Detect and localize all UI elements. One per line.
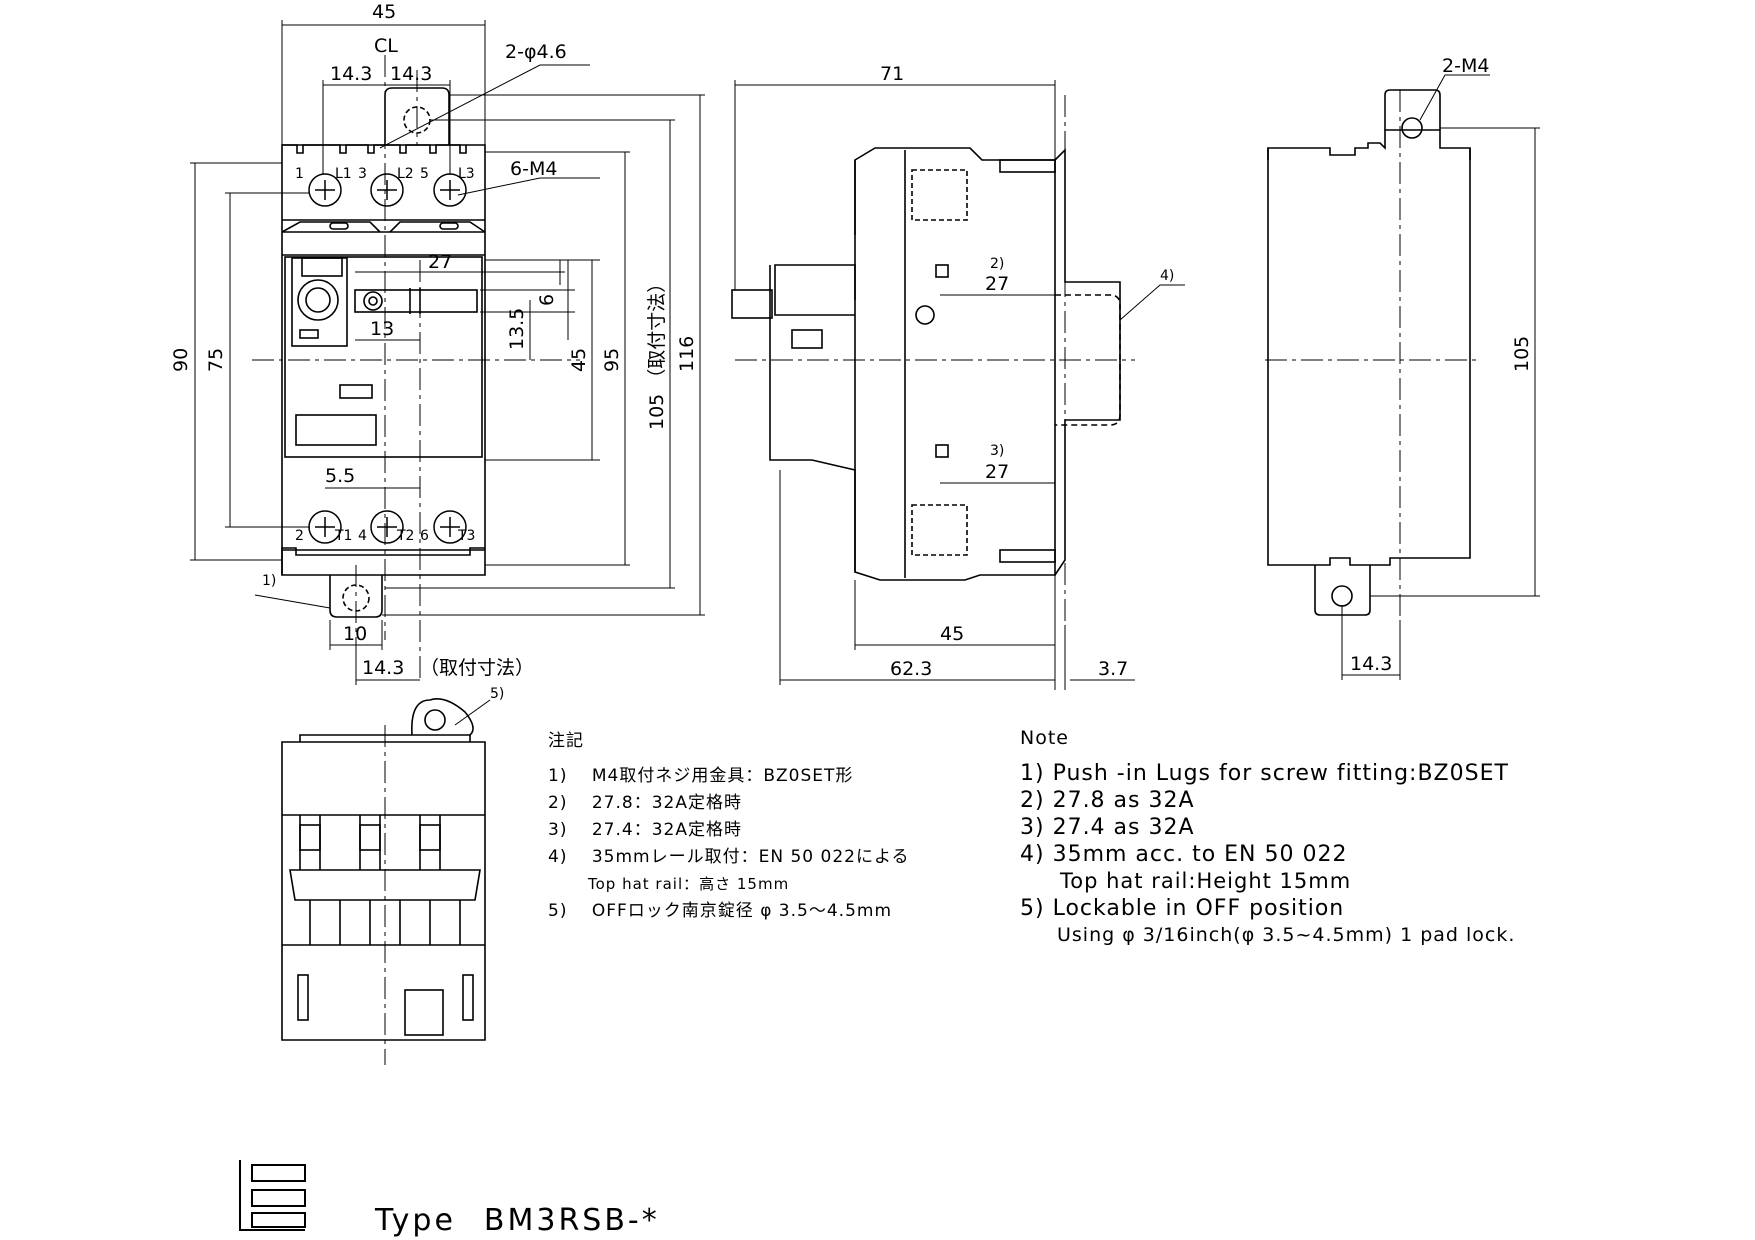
hole-callout: 2-φ4.6 (505, 41, 567, 63)
terminal-top-5: 5 (420, 166, 429, 182)
notes-en-item: Top hat rail:Height 15mm (1060, 869, 1352, 893)
callout-1: 1) (262, 573, 276, 589)
notes-en-item: 2) 27.8 as 32A (1020, 788, 1195, 813)
centerline-mark: CL (374, 35, 398, 57)
notes-jp-item: Top hat rail：高さ 15mm (588, 875, 790, 893)
dim-10: 10 (343, 623, 367, 645)
dim-3-7: 3.7 (1098, 658, 1128, 680)
dim-6: 6 (536, 294, 558, 306)
terminal-bottom-T2: T2 (396, 528, 414, 544)
notes-japanese: 注記 1) M4取付ネジ用金具：BZ0SET形 2) 27.8：32A定格時 3… (548, 728, 909, 925)
notes-en-item: 3) 27.4 as 32A (1020, 815, 1195, 840)
mount-note: （取付寸法） (420, 657, 534, 679)
terminal-bottom-6: 6 (420, 528, 429, 544)
dim-90: 90 (170, 348, 192, 372)
notes-jp-heading: 注記 (548, 731, 584, 751)
terminal-top-L1: L1 (335, 166, 352, 182)
terminal-bottom-4: 4 (358, 528, 367, 544)
dim-pitch-right: 14.3 (390, 63, 432, 85)
notes-jp-item: 1) M4取付ネジ用金具：BZ0SET形 (548, 766, 854, 786)
dim-62-3: 62.3 (890, 658, 932, 680)
side-note-2: 2) (990, 256, 1004, 272)
notes-jp-item: 5) OFFロック南京錠径 φ 3.5～4.5mm (548, 901, 893, 921)
dim-5-5: 5.5 (325, 465, 355, 487)
notes-jp-item: 4) 35mmレール取付：EN 50 022による (548, 847, 910, 867)
notes-english: Note 1) Push -in Lugs for screw fitting:… (1020, 725, 1515, 949)
notes-jp-item: 2) 27.8：32A定格時 (548, 793, 742, 813)
callout-5: 5) (490, 686, 504, 702)
mount-dim-105: 105 (1511, 336, 1533, 372)
notes-en-item: 4) 35mm acc. to EN 50 022 (1020, 842, 1348, 867)
side-view (731, 80, 1185, 690)
mount-screw-callout: 2-M4 (1442, 55, 1489, 77)
mount-dim-14-3: 14.3 (1350, 653, 1392, 675)
type-label: Type BM3RSB-* (375, 1203, 688, 1238)
dim-45-width: 45 (372, 1, 396, 23)
notes-en-heading: Note (1020, 727, 1069, 749)
dim-27-top: 27 (985, 273, 1009, 295)
bottom-view (281, 698, 491, 1065)
terminal-bottom-T1: T1 (334, 528, 352, 544)
dim-pitch-left: 14.3 (330, 63, 372, 85)
screw-callout: 6-M4 (510, 158, 557, 180)
dim-27-handle: 27 (428, 251, 452, 273)
terminal-top-L3: L3 (458, 166, 475, 182)
mount-view (1265, 74, 1540, 680)
dim-45-vertical: 45 (568, 348, 590, 372)
company-logo (239, 1160, 306, 1231)
notes-en-item: 5) Lockable in OFF position (1020, 896, 1345, 921)
dim-105: 105 （取付寸法） (646, 274, 668, 430)
side-note-3: 3) (990, 443, 1004, 459)
dim-13: 13 (370, 318, 394, 340)
dim-75: 75 (205, 348, 227, 372)
dim-45-side: 45 (940, 623, 964, 645)
notes-en-item: 1) Push -in Lugs for screw fitting:BZ0SE… (1020, 761, 1509, 786)
terminal-top-L2: L2 (397, 166, 414, 182)
dim-13-5: 13.5 (506, 308, 528, 350)
dim-71: 71 (880, 63, 904, 85)
terminal-bottom-2: 2 (295, 528, 304, 544)
notes-jp-item: 3) 27.4：32A定格時 (548, 820, 742, 840)
terminal-top-3: 3 (358, 166, 367, 182)
dim-14-3-bottom: 14.3 (362, 657, 404, 679)
type-model: BM3RSB-* (483, 1203, 660, 1238)
terminal-bottom-T3: T3 (457, 528, 475, 544)
dim-95: 95 (601, 348, 623, 372)
side-note-4: 4) (1160, 268, 1174, 284)
terminal-top-1: 1 (295, 166, 304, 182)
front-view (190, 20, 705, 685)
dim-27-bottom: 27 (985, 461, 1009, 483)
type-label-prefix: Type (375, 1203, 456, 1238)
notes-en-item: Using φ 3/16inch(φ 3.5~4.5mm) 1 pad lock… (1057, 924, 1516, 946)
dim-116: 116 (676, 336, 698, 372)
